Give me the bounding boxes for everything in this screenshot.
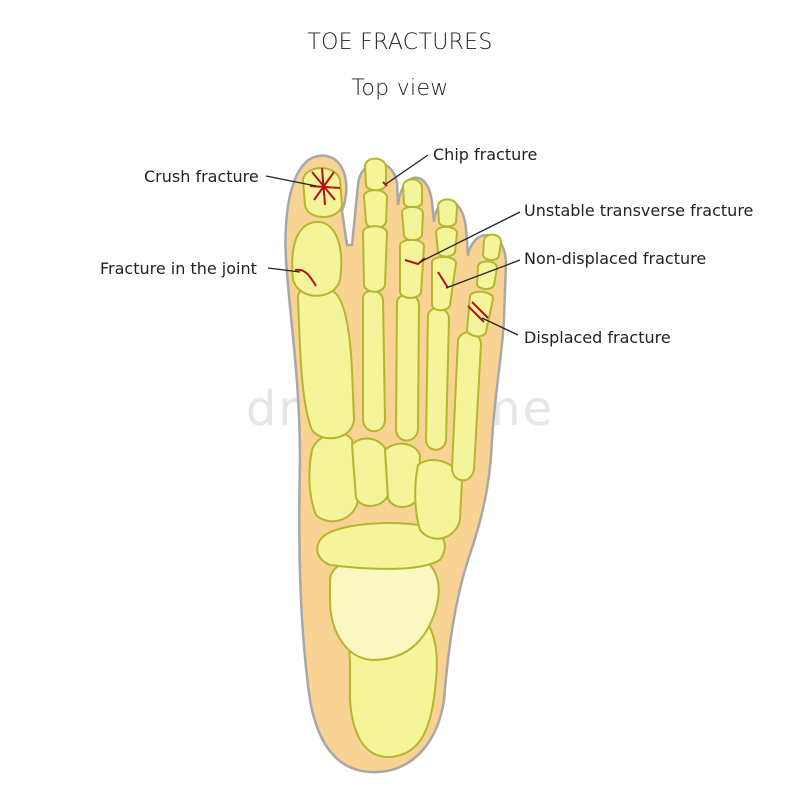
toe-5-distal-phalanx xyxy=(481,233,503,261)
toe-2-distal-phalanx xyxy=(363,157,387,192)
nondisplaced-leader-line xyxy=(445,259,521,289)
toe-4-proximal-phalanx xyxy=(431,255,458,312)
label-crush-fracture: Crush fracture xyxy=(144,167,259,186)
crush-fracture-mark xyxy=(309,167,341,206)
metatarsal-4-bone xyxy=(424,307,451,451)
toe-4-middle-phalanx xyxy=(434,225,459,258)
toe-3-distal-phalanx xyxy=(401,178,423,209)
label-non-displaced-fracture: Non-displaced fracture xyxy=(524,249,706,268)
metatarsal-3-bone xyxy=(394,293,421,442)
metatarsal-5-bone xyxy=(450,331,483,482)
big-toe-proximal-phalanx xyxy=(291,220,343,297)
label-unstable-transverse-fracture: Unstable transverse fracture xyxy=(524,201,753,220)
cuboid-bone xyxy=(414,459,464,540)
toe-5-middle-phalanx xyxy=(475,260,499,290)
toe-4-distal-phalanx xyxy=(436,198,459,228)
leader-lines xyxy=(265,154,521,336)
toe-3-middle-phalanx xyxy=(400,205,425,242)
joint-leader-line xyxy=(267,267,301,273)
foot-bones xyxy=(291,157,503,759)
diagram-title: TOE FRACTURES xyxy=(307,30,493,55)
label-fracture-in-joint: Fracture in the joint xyxy=(100,259,257,278)
medial-cuneiform-bone xyxy=(308,432,360,523)
label-chip-fracture: Chip fracture xyxy=(433,145,537,164)
navicular-bone xyxy=(316,522,446,570)
diagram-subtitle: Top view xyxy=(351,76,449,101)
toe-3-proximal-phalanx xyxy=(399,238,426,299)
label-displaced-fracture: Displaced fracture xyxy=(524,328,671,347)
chip-leader-line xyxy=(385,154,429,185)
non-displaced-fracture-mark xyxy=(437,271,449,289)
displaced-leader-line xyxy=(481,317,519,336)
big-toe-distal-phalanx xyxy=(301,167,344,218)
toe-2-proximal-phalanx xyxy=(361,225,389,293)
metatarsal-2-bone xyxy=(362,289,387,433)
toe-2-middle-phalanx xyxy=(362,189,389,229)
fracture-marks xyxy=(294,167,489,323)
unstable-leader-line xyxy=(419,211,521,263)
crush-leader-line xyxy=(265,175,317,187)
displaced-fracture-mark xyxy=(467,301,489,323)
joint-fracture-mark xyxy=(294,268,317,287)
intermediate-cuneiform-bone xyxy=(350,437,390,507)
chip-fracture-mark xyxy=(382,181,388,187)
